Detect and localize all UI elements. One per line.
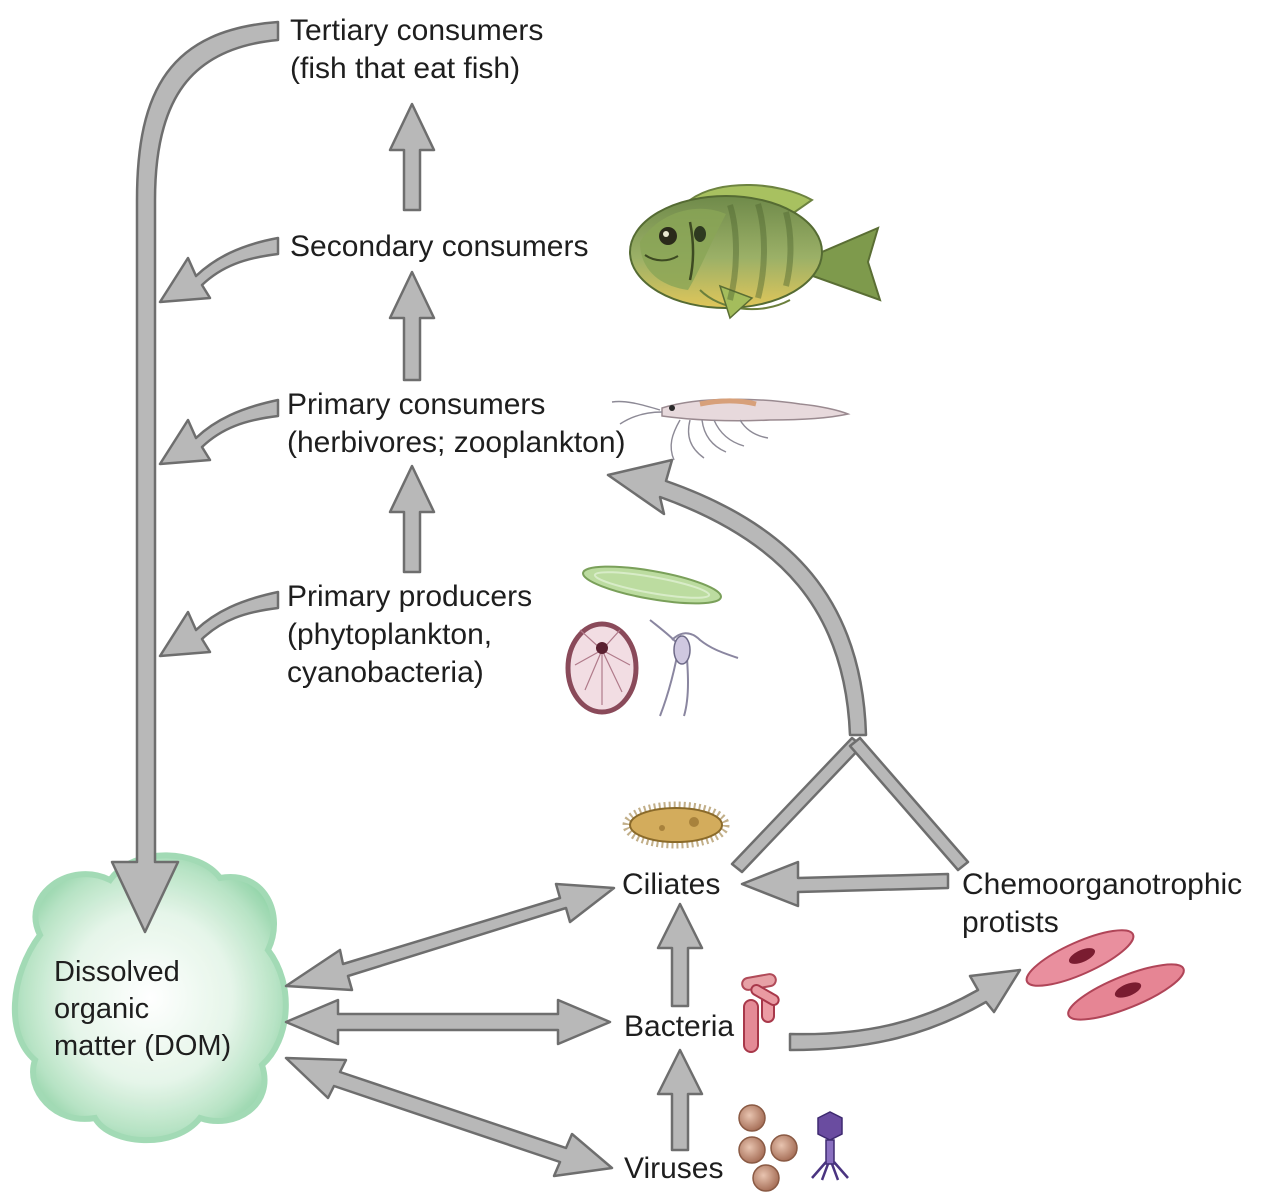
label-protists: Chemoorganotrophic protists — [962, 866, 1242, 942]
label-primary-consumers-line2: (herbivores; zooplankton) — [287, 426, 626, 459]
label-dom: Dissolved organic matter (DOM) — [54, 954, 231, 1065]
label-secondary-line1: Secondary consumers — [290, 230, 589, 263]
fish-icon — [629, 184, 882, 320]
arrow-protists-to-ciliates — [740, 860, 950, 908]
arrow-secondary-to-tertiary — [388, 102, 436, 212]
label-dom-line2: organic — [54, 993, 150, 1025]
arrows — [110, 20, 1022, 1178]
label-viruses-text: Viruses — [624, 1152, 724, 1185]
arrow-microbial-to-primary-consumers — [606, 458, 868, 737]
virus-icon — [738, 1104, 849, 1192]
arrow-primary-to-secondary — [388, 270, 436, 382]
bacteria-icon — [741, 973, 780, 1053]
branch-line-protists — [848, 736, 970, 872]
ciliate-icon — [622, 801, 730, 849]
arrow-viruses-to-bacteria — [656, 1048, 704, 1152]
label-tertiary-line1: Tertiary consumers — [290, 14, 544, 47]
arrow-bacteria-to-ciliates — [656, 902, 704, 1008]
label-dom-line1: Dissolved — [54, 956, 180, 988]
label-primary-producers: Primary producers (phytoplankton, cyanob… — [287, 578, 532, 692]
phytoplankton-icon — [565, 565, 739, 717]
label-primary-consumers: Primary consumers (herbivores; zooplankt… — [287, 386, 626, 462]
label-producers-line1: Primary producers — [287, 580, 533, 613]
arrow-secondary-to-dom — [158, 236, 280, 304]
arrow-primary-consumers-to-dom — [158, 398, 280, 466]
label-producers-line2: (phytoplankton, — [287, 618, 493, 651]
krill-icon — [611, 398, 851, 461]
label-primary-consumers-line1: Primary consumers — [287, 388, 546, 421]
label-tertiary-line2: (fish that eat fish) — [290, 52, 521, 85]
label-ciliates-text: Ciliates — [622, 868, 721, 901]
arrow-dom-bacteria — [284, 998, 612, 1046]
label-viruses: Viruses — [624, 1150, 724, 1188]
label-producers-line3: cyanobacteria) — [287, 656, 484, 689]
label-tertiary-consumers: Tertiary consumers (fish that eat fish) — [290, 12, 543, 88]
arrow-tertiary-to-dom — [110, 20, 280, 934]
arrow-producers-to-primary — [388, 464, 436, 574]
label-bacteria: Bacteria — [624, 1008, 734, 1046]
protist-icon — [1025, 929, 1185, 1021]
arrow-dom-viruses — [284, 1056, 614, 1178]
label-dom-line3: matter (DOM) — [54, 1030, 232, 1062]
arrow-dom-ciliates — [284, 882, 616, 992]
label-bacteria-text: Bacteria — [624, 1010, 735, 1043]
label-secondary-consumers: Secondary consumers — [290, 228, 588, 266]
arrow-producers-to-dom — [158, 590, 280, 658]
branch-line-ciliates — [730, 736, 864, 874]
label-protists-line1: Chemoorganotrophic — [962, 868, 1243, 901]
label-protists-line2: protists — [962, 906, 1059, 939]
label-ciliates: Ciliates — [622, 866, 720, 904]
arrow-bacteria-to-protists — [788, 968, 1022, 1052]
